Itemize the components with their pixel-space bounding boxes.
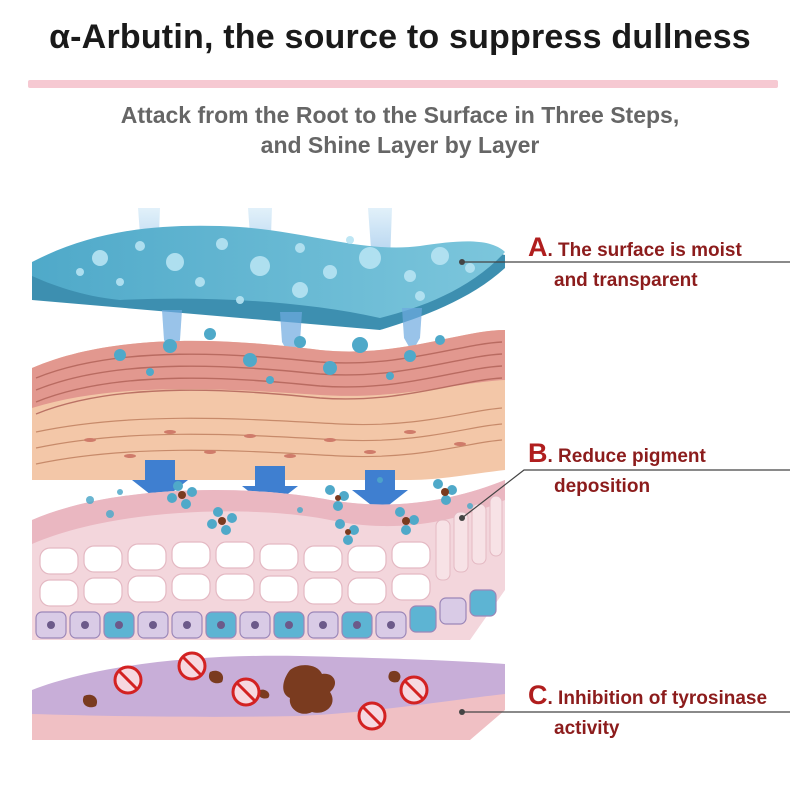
tyrosinase-inhibition-markers: [113, 651, 429, 731]
page-subtitle: Attack from the Root to the Surface in T…: [0, 100, 800, 160]
cell-layer: [32, 477, 505, 640]
label-b-line1: . Reduce pigment: [547, 446, 706, 467]
subtitle-line-2: and Shine Layer by Layer: [260, 132, 540, 158]
label-a-letter: A: [528, 232, 548, 262]
label-c-line1: . Inhibition of tyrosinase: [547, 688, 768, 709]
label-c: C. Inhibition of tyrosinase activity: [528, 680, 767, 744]
title-divider: [28, 80, 778, 88]
label-c-letter: C: [528, 680, 548, 710]
pointer-dot-c: [459, 709, 465, 715]
label-b: B. Reduce pigment deposition: [528, 438, 706, 502]
moisture-layer: [32, 225, 505, 330]
label-b-line2: deposition: [554, 476, 651, 497]
label-a-line1: . The surface is moist: [547, 240, 742, 261]
label-b-letter: B: [528, 438, 548, 468]
pigment-arrows: [132, 460, 408, 512]
label-c-line2: activity: [554, 718, 620, 739]
page-title: α-Arbutin, the source to suppress dullne…: [49, 18, 751, 56]
subtitle-line-1: Attack from the Root to the Surface in T…: [120, 102, 680, 128]
pointer-dot-b: [459, 515, 465, 521]
label-a-line2: and transparent: [554, 270, 698, 291]
pointer-dot-a: [459, 259, 465, 265]
leader-lines: [461, 261, 790, 713]
dermis-layer: [32, 651, 505, 740]
epidermis-layer: [32, 328, 505, 480]
label-a: A. The surface is moist and transparent: [528, 232, 742, 296]
pigment-clusters: [86, 477, 473, 545]
